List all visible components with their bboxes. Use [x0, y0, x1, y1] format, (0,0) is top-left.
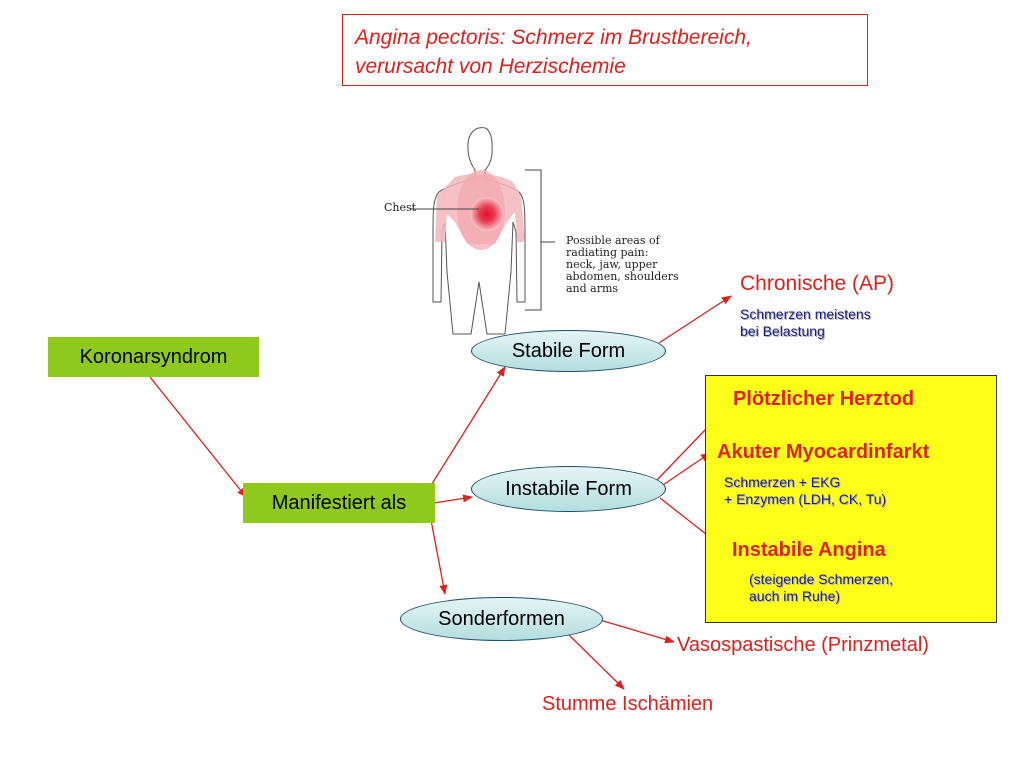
arrow-manifest-instabile: [433, 494, 473, 504]
koronarsyndrom-label: Koronarsyndrom: [79, 345, 228, 368]
myocardinfarkt-label: Akuter Myocardinfarkt: [717, 441, 930, 463]
title-box: Angina pectoris: Schmerz im Brustbereich…: [342, 14, 868, 86]
manifestiert-label: Manifestiert als: [271, 491, 407, 514]
arrow-sonder-vasospastisch: [599, 619, 675, 644]
arrow-koronar-manifest: [149, 376, 247, 498]
herztod-label: Plötzlicher Herztod: [733, 388, 915, 410]
title-text: Angina pectoris: Schmerz im Brustbereich…: [355, 26, 752, 78]
chronische-note: Schmerzen meistens bei Belastung: [740, 306, 871, 339]
sonderformen-label: Sonderformen: [438, 607, 565, 630]
instabile-outcomes-box: [705, 375, 997, 623]
manifestiert-node: Manifestiert als: [243, 483, 435, 523]
chronische-label: Chronische (AP): [740, 272, 895, 295]
instabile-angina-note: (steigende Schmerzen, auch im Ruhe): [749, 571, 893, 604]
arrow-stabile-chronische: [658, 295, 732, 344]
instabile-angina-label: Instabile Angina: [732, 539, 886, 561]
stabile-form-node: Stabile Form: [471, 330, 666, 372]
body-illustration: [411, 127, 555, 335]
radiating-pain-label: Possible areas of radiating pain: neck, …: [566, 234, 679, 295]
arrow-manifest-sonder: [430, 519, 448, 595]
sonderformen-node: Sonderformen: [400, 597, 603, 641]
instabile-form-label: Instabile Form: [505, 477, 632, 500]
arrow-instabile-myocard: [659, 452, 711, 488]
stumme-ischaemien-label: Stumme Ischämien: [542, 693, 714, 715]
stabile-form-label: Stabile Form: [511, 339, 626, 362]
vasospastische-label: Vasospastische (Prinzmetal): [677, 634, 929, 656]
arrow-manifest-stabile: [429, 366, 506, 488]
chest-label: Chest: [384, 201, 417, 214]
instabile-form-node: Instabile Form: [471, 466, 666, 512]
arrow-sonder-stumme: [567, 633, 625, 690]
myocardinfarkt-note: Schmerzen + EKG + Enzymen (LDH, CK, Tu): [724, 474, 887, 507]
koronarsyndrom-node: Koronarsyndrom: [48, 337, 259, 377]
